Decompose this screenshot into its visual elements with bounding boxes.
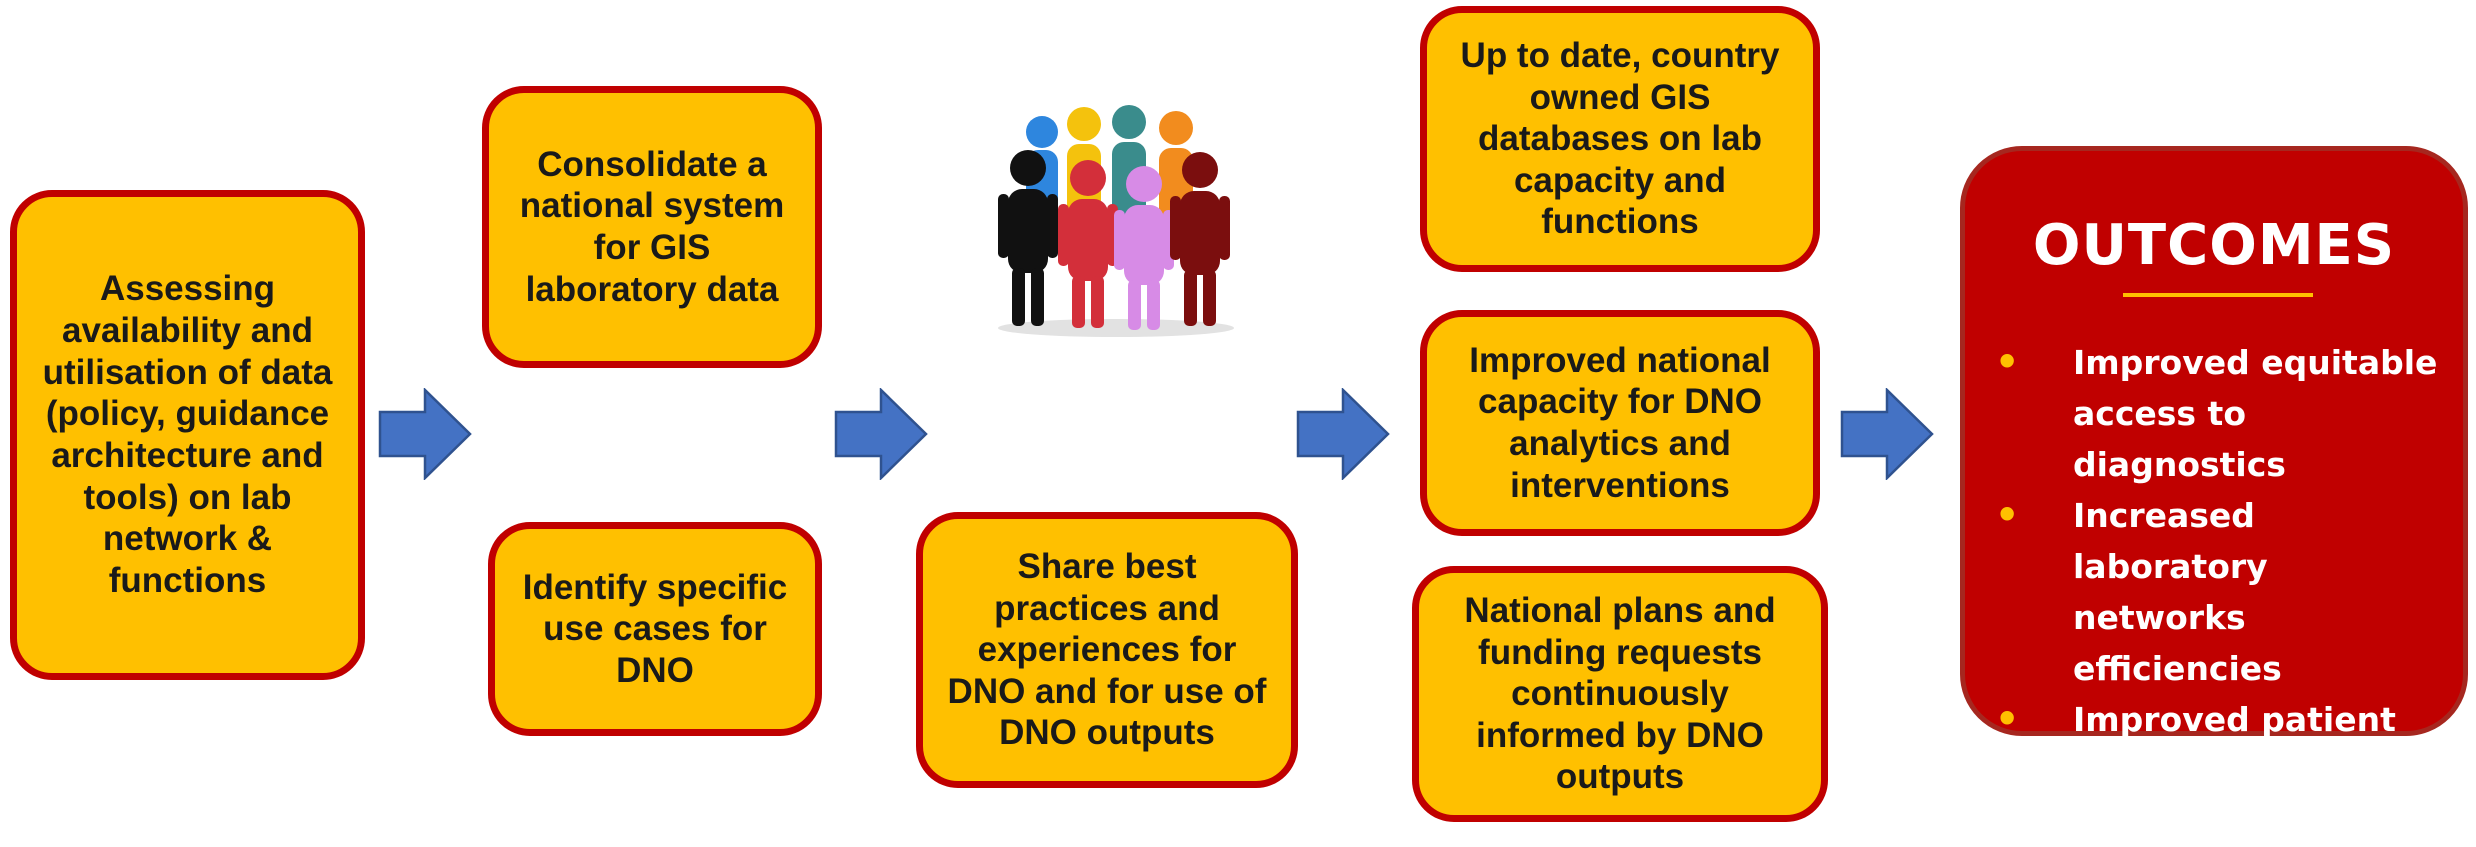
people-group-icon	[998, 105, 1234, 337]
capacity-box: Improved national capacity for DNO analy…	[1420, 310, 1820, 536]
bullet-icon: •	[1995, 697, 2020, 741]
outcome-text: Increased laboratory networks efficienci…	[2073, 496, 2282, 688]
outcomes-title: OUTCOMES	[2032, 213, 2396, 278]
consolidate-text: Consolidate a national system for GIS la…	[519, 144, 785, 309]
identify-box: Identify specific use cases for DNO	[488, 522, 822, 736]
bullet-icon: •	[1995, 493, 2020, 537]
bullet-icon: •	[1995, 340, 2020, 384]
outcome-item: • Improved equitable access to diagnosti…	[1995, 337, 2449, 490]
consolidate-box: Consolidate a national system for GIS la…	[482, 86, 822, 368]
right-arrow-icon	[1840, 388, 1934, 480]
outcomes-divider	[2123, 293, 2313, 297]
share-text: Share best practices and experiences for…	[947, 546, 1267, 753]
identify-text: Identify specific use cases for DNO	[522, 567, 788, 690]
right-arrow-icon	[834, 388, 928, 480]
plans-text: National plans and funding requests cont…	[1464, 590, 1776, 797]
outcomes-list: • Improved equitable access to diagnosti…	[1995, 337, 2449, 847]
outcome-text: Improved equitable access to diagnostics	[2073, 343, 2438, 484]
outcome-item: • Increased laboratory networks efficien…	[1995, 490, 2449, 694]
outcome-text: Improved patient and public health outco…	[2073, 700, 2398, 841]
outcomes-panel: OUTCOMES • Improved equitable access to …	[1960, 146, 2468, 841]
assessing-text: Assessing availability and utilisation o…	[42, 269, 333, 600]
gis-databases-text: Up to date, country owned GIS databases …	[1460, 35, 1780, 242]
right-arrow-icon	[378, 388, 472, 480]
right-arrow-icon	[1296, 388, 1390, 480]
gis-databases-box: Up to date, country owned GIS databases …	[1420, 6, 1820, 272]
outcome-item: • Improved patient and public health out…	[1995, 694, 2449, 847]
plans-box: National plans and funding requests cont…	[1412, 566, 1828, 822]
capacity-text: Improved national capacity for DNO analy…	[1469, 340, 1771, 505]
share-box: Share best practices and experiences for…	[916, 512, 1298, 788]
assessing-box: Assessing availability and utilisation o…	[10, 190, 365, 680]
